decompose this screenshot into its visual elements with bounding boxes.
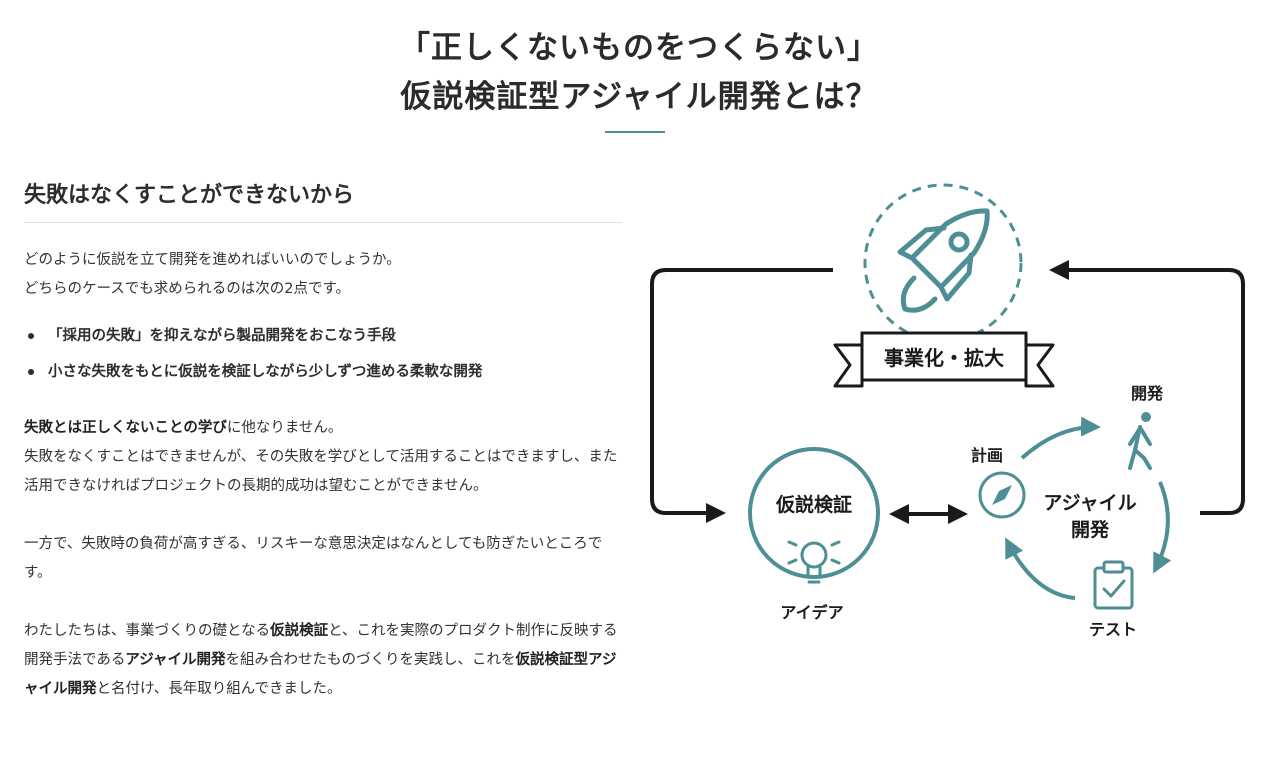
intro-paragraph: どのように仮説を立て開発を進めればいいのでしょうか。 どちらのケースでも求められ… [24, 246, 622, 304]
requirements-list: 「採用の失敗」を抑えながら製品開発をおこなう手段 小さな失敗をもとに仮説を検証し… [24, 318, 622, 390]
failure-text: に他なりません。 [226, 420, 343, 436]
approach-text-c: と、これを実際のプロダクト制作に反映する開発手法である [24, 623, 618, 668]
failure-emphasis: 失敗とは正しくないことの学び [24, 420, 227, 436]
test-label: テスト [1089, 620, 1137, 639]
plan-label: 計画 [971, 446, 1003, 465]
approach-text-g: と名付け、長年取り組んできました。 [96, 681, 342, 697]
bullet-dot [28, 369, 34, 375]
compass-icon [978, 471, 1026, 519]
process-diagram: 事業化・拡大 仮説検証 アイデア アジャイル 開発 計画 開発 テスト [650, 183, 1245, 639]
clipboard-check-icon [1093, 560, 1134, 610]
title-underline [605, 131, 665, 133]
bullet-dot [28, 333, 34, 339]
approach-bold-agile: アジャイル開発 [125, 652, 226, 668]
list-item: 「採用の失敗」を抑えながら製品開発をおこなう手段 [24, 318, 622, 354]
failure-paragraph: 失敗とは正しくないことの学びに他なりません。 失敗をなくすことはできませんが、そ… [24, 414, 622, 501]
walking-person-icon [1128, 412, 1152, 470]
page-title: 「正しくないものをつくらない」 仮説検証型アジャイル開発とは？ [0, 24, 1278, 122]
lightbulb-icon [787, 540, 841, 584]
cycle-arrow-test-to-plan [1005, 537, 1076, 600]
approach-bold-hypothesis: 仮説検証 [270, 623, 329, 639]
article-content: 失敗はなくすことができないから どのように仮説を立て開発を進めればいいのでしょう… [24, 176, 622, 704]
agile-label-line1: アジャイル [1043, 492, 1136, 514]
idea-label: アイデア [780, 603, 843, 622]
approach-text-e: を組み合わせたものづくりを実践し、これを [225, 652, 516, 668]
intro-line-2: どちらのケースでも求められるのは次の2点です。 [24, 281, 351, 297]
cycle-arrow-develop-to-test [1153, 481, 1172, 574]
expansion-banner: 事業化・拡大 [833, 331, 1055, 388]
left-loop-arrow [650, 268, 833, 523]
failure-text-2: 失敗をなくすことはできませんが、その失敗を学びとして活用することはできますし、ま… [24, 449, 618, 494]
intro-line-1: どのように仮説を立て開発を進めればいいのでしょうか。 [24, 252, 401, 268]
rocket-dashed-circle [863, 183, 1023, 343]
risk-paragraph: 一方で、失敗時の負荷が高すぎる、リスキーな意思決定はなんとしても防ぎたいところで… [24, 536, 603, 581]
cycle-arrow-plan-to-develop [1020, 416, 1101, 460]
agile-label-line2: 開発 [1071, 518, 1110, 541]
page-title-line2: 仮説検証型アジャイル開発とは？ [400, 79, 878, 115]
list-item: 小さな失敗をもとに仮説を検証しながら少しずつ進める柔軟な開発 [24, 354, 622, 390]
approach-bold-method: 仮説検証型アジャイル開発 [24, 652, 617, 697]
section-title: 失敗はなくすことができないから [24, 176, 622, 223]
list-item-text: 小さな失敗をもとに仮説を検証しながら少しずつ進める柔軟な開発 [48, 364, 483, 380]
approach-paragraph: わたしたちは、事業づくりの礎となる仮説検証と、これを実際のプロダクト制作に反映す… [24, 617, 622, 704]
banner-label: 事業化・拡大 [884, 346, 1004, 370]
rocket-icon [897, 208, 990, 313]
develop-label: 開発 [1131, 384, 1164, 403]
right-loop-arrow [1049, 260, 1245, 515]
page-title-line1: 「正しくないものをつくらない」 [399, 30, 879, 66]
approach-text-a: わたしたちは、事業づくりの礎となる [24, 623, 271, 639]
list-item-text: 「採用の失敗」を抑えながら製品開発をおこなう手段 [48, 328, 396, 344]
hypothesis-label: 仮説検証 [775, 493, 852, 516]
